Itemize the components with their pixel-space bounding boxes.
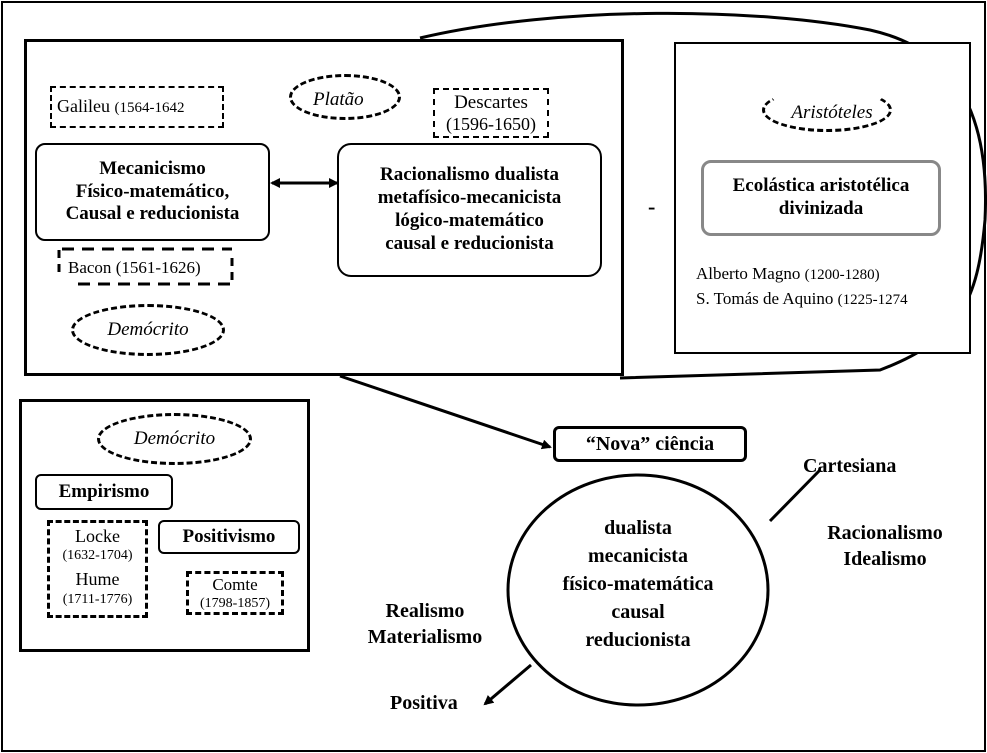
racionalismo-box: Racionalismo dualista metafísico-mecanic… (337, 143, 602, 277)
positiva-label: Positiva (390, 692, 458, 714)
circle-line-dualista: dualista (604, 517, 672, 539)
comte-box (186, 571, 284, 615)
circle-line-fisico-matematica: físico-matemática (562, 573, 714, 595)
positivismo-label: Positivismo (182, 525, 276, 547)
locke-name: Locke (75, 526, 120, 546)
nova-ciencia-label: “Nova” ciência (585, 433, 715, 455)
escolastica-line-2: divinizada (778, 198, 864, 219)
alberto-name: Alberto Magno (696, 264, 801, 283)
comte-name: Comte (212, 575, 258, 594)
escolastica-box: Ecolástica aristotélica divinizada (701, 160, 941, 236)
realismo-materialismo: Realismo Materialismo (345, 598, 505, 650)
positivismo-box: Positivismo (158, 520, 300, 554)
cartesiana-label: Cartesiana (803, 455, 897, 477)
nova-ciencia-box: “Nova” ciência (553, 426, 747, 462)
democrito-label-top: Demócrito (107, 319, 189, 340)
mecanicismo-box: Mecanicismo Físico-matemático, Causal e … (35, 143, 270, 241)
platao-label: Platão (313, 89, 364, 110)
locke-hume-box (47, 520, 148, 618)
racionalismo-idealismo: Racionalismo Idealismo (800, 520, 970, 572)
tomas-years: (1225-1274 (837, 292, 908, 308)
hume-name: Hume (75, 569, 120, 589)
democrito-ellipse-top (71, 304, 225, 356)
democrito-label-bottom: Demócrito (133, 428, 216, 449)
mecanicismo-line-1: Mecanicismo (99, 157, 206, 179)
aristoteles-ellipse (762, 88, 892, 132)
hume-years: (1711-1776) (62, 592, 133, 607)
materialismo-label: Materialismo (367, 626, 483, 648)
bacon-label: Bacon (1561-1626) (68, 259, 201, 276)
galileu-name: Galileu (57, 96, 110, 116)
arrow-to-positiva (483, 663, 532, 706)
minus-sign: - (648, 194, 656, 219)
realismo-label: Realismo (385, 600, 465, 622)
racionalismo-line-2: metafísico-mecanicista (377, 187, 562, 209)
comte-years: (1798-1857) (200, 596, 270, 611)
racionalismo-label: Racionalismo (827, 522, 943, 544)
central-circle (506, 473, 770, 707)
circle-line-mecanicista: mecanicista (588, 545, 688, 567)
tomas-name: S. Tomás de Aquino (696, 289, 834, 308)
idealismo-label: Idealismo (843, 548, 927, 570)
mecanicismo-line-3: Causal e reducionista (65, 203, 240, 225)
empirismo-label: Empirismo (58, 480, 150, 502)
racionalismo-line-1: Racionalismo dualista (380, 164, 559, 186)
racionalismo-line-3: lógico-matemático (395, 210, 544, 231)
arrow-to-nova-ciencia (339, 374, 552, 450)
cartesiana-line (768, 468, 822, 523)
circle-text: dualista mecanicista físico-matemática c… (538, 514, 738, 654)
bacon-name: Bacon (68, 258, 112, 277)
top-left-frame (24, 39, 624, 376)
galileu-box (50, 86, 224, 128)
democrito-ellipse-bottom (97, 413, 252, 465)
platao-ellipse (289, 74, 401, 120)
bacon-years: (1561-1626) (115, 258, 201, 277)
locke-years: (1632-1704) (62, 548, 133, 563)
circle-line-causal: causal (611, 601, 665, 623)
racionalismo-line-4: causal e reducionista (385, 232, 554, 254)
mecanicismo-line-2: Físico-matemático, (75, 180, 230, 202)
galileu-years: (1564-1642 (114, 100, 185, 116)
aristoteles-label: Aristóteles (791, 102, 873, 123)
descartes-years: (1596-1650) (446, 114, 536, 134)
descartes-name: Descartes (454, 92, 528, 113)
galileu-label: Galileu (1564-1642 (57, 97, 184, 116)
alberto-label: Alberto Magno (1200-1280) (696, 265, 880, 283)
tomas-label: S. Tomás de Aquino (1225-1274 (696, 290, 908, 308)
circle-line-reducionista: reducionista (585, 629, 691, 651)
empirismo-box: Empirismo (35, 474, 173, 510)
escolastica-line-1: Ecolástica aristotélica (732, 175, 910, 197)
descartes-box (433, 88, 549, 138)
alberto-years: (1200-1280) (804, 267, 880, 283)
